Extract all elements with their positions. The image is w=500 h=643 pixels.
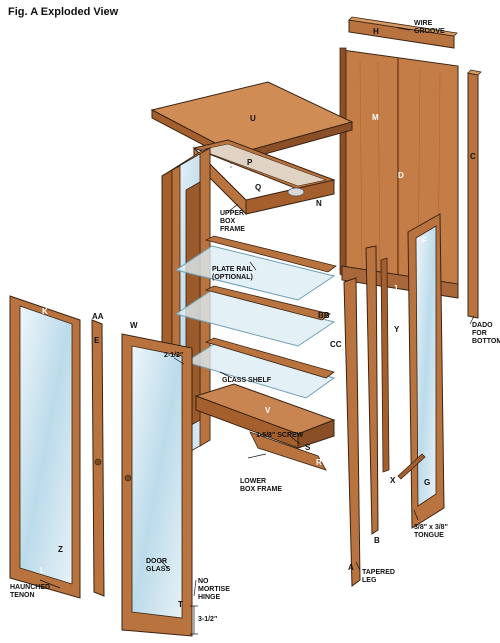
part-letter-a: A bbox=[348, 563, 354, 572]
part-letter-h: H bbox=[373, 27, 379, 36]
callout-wire-groove: WIRE GROOVE bbox=[414, 20, 445, 35]
front-door-w bbox=[121, 333, 193, 637]
callout-haunched-tenon: HAUNCHED TENON bbox=[10, 584, 51, 599]
divider-y bbox=[380, 257, 390, 473]
glass-shelf-upper bbox=[174, 285, 336, 347]
part-letter-bb: BB bbox=[318, 311, 330, 320]
door-rail-x bbox=[397, 453, 426, 480]
part-letter-s: S bbox=[305, 443, 311, 452]
glass-shelf-lower bbox=[184, 337, 336, 399]
callout-dado: DADO FOR BOTTOM bbox=[472, 322, 500, 345]
part-letter-f: F bbox=[422, 236, 427, 245]
callout-plate-rail: PLATE RAIL (OPTIONAL) bbox=[212, 266, 253, 281]
part-letter-c: C bbox=[470, 152, 476, 161]
callout-glass-shelf: GLASS SHELF bbox=[222, 377, 272, 384]
part-letter-w: W bbox=[130, 321, 138, 330]
part-letter-k: K bbox=[42, 307, 48, 316]
dimension-label-3-half: 3-1/2" bbox=[198, 616, 218, 623]
part-letter-e: E bbox=[94, 336, 100, 345]
dimension-3-half bbox=[190, 605, 198, 635]
callout-screw: 1-5/8" SCREW bbox=[256, 432, 304, 439]
top-rail-h bbox=[348, 16, 458, 49]
part-letter-q: Q bbox=[255, 183, 262, 192]
lower-box-frame bbox=[194, 383, 336, 471]
part-letter-d: D bbox=[398, 171, 404, 180]
right-door bbox=[407, 213, 445, 529]
callout-no-mortise-hinge: NO MORTISE HINGE bbox=[198, 578, 230, 601]
callout-tapered-leg: TAPERED LEG bbox=[362, 569, 395, 584]
part-letter-n: N bbox=[316, 199, 322, 208]
leg-b bbox=[365, 245, 379, 535]
part-letter-x: X bbox=[390, 476, 396, 485]
part-letter-cc: CC bbox=[330, 340, 342, 349]
part-letter-r: R bbox=[316, 458, 322, 467]
part-letter-l: L bbox=[40, 566, 45, 575]
part-letter-u: U bbox=[250, 114, 256, 123]
part-letter-aa: AA bbox=[92, 312, 104, 321]
part-letter-z: Z bbox=[58, 545, 63, 554]
leader-lines bbox=[39, 27, 475, 597]
part-letter-t: T bbox=[178, 600, 183, 609]
side-rail-c bbox=[467, 69, 482, 319]
callout-door-glass: DOOR GLASS bbox=[146, 558, 171, 573]
part-letter-j: J bbox=[393, 284, 398, 293]
callout-upper-box-frame: UPPER BOX FRAME bbox=[220, 210, 245, 233]
callout-tongue: 3/8" x 3/8" TONGUE bbox=[414, 524, 448, 539]
part-letter-g: G bbox=[424, 478, 431, 487]
stile-e bbox=[91, 319, 105, 597]
part-letter-p: P bbox=[247, 158, 253, 167]
leg-a-tapered bbox=[343, 277, 361, 587]
left-door bbox=[9, 295, 81, 599]
dimension-label-2-half: 2-1/2" bbox=[164, 352, 184, 359]
part-letter-b: B bbox=[374, 536, 380, 545]
part-letter-v: V bbox=[265, 406, 271, 415]
plate-rail-shelf bbox=[174, 235, 337, 301]
part-letter-y: Y bbox=[394, 325, 400, 334]
part-letter-m: M bbox=[372, 113, 379, 122]
figure-title: Fig. A Exploded View bbox=[8, 6, 119, 18]
callout-lower-box-frame: LOWER BOX FRAME bbox=[240, 478, 282, 493]
upper-box-frame bbox=[192, 139, 336, 216]
